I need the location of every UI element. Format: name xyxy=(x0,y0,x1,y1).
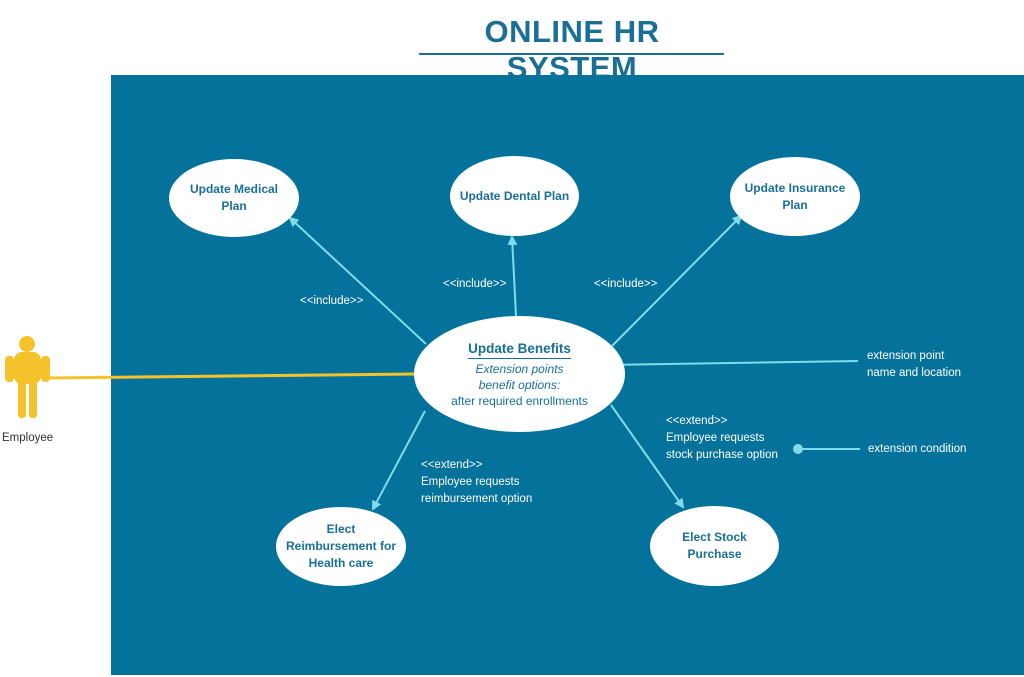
extend-condition-line: Employee requests xyxy=(421,476,520,488)
usecase-label-line: Plan xyxy=(221,199,247,213)
extend-reimbursement-arrow xyxy=(372,410,426,511)
extend-stereotype: <<extend>> xyxy=(666,415,728,427)
extend-condition-line: reimbursement option xyxy=(421,493,533,505)
extend-reimbursement-label: <<extend>> Employee requests reimburseme… xyxy=(421,457,532,508)
note-line: extension point xyxy=(867,350,945,362)
usecase-label-line: Health care xyxy=(308,556,374,570)
include-dental-arrow xyxy=(507,235,518,317)
usecase-elect-stock-purchase[interactable]: Elect Stock Purchase xyxy=(650,506,779,586)
actor-label: Employee xyxy=(2,432,54,444)
title-underline xyxy=(419,53,724,55)
usecase-label-line: Elect Stock xyxy=(682,530,747,544)
extension-point-note-line xyxy=(606,360,859,366)
usecase-elect-reimbursement[interactable]: Elect Reimbursement for Health care xyxy=(276,507,406,586)
person-icon xyxy=(5,336,50,418)
extension-condition-note: extension condition xyxy=(868,443,967,455)
extension-condition-note-dot xyxy=(793,444,803,454)
usecase-label-line: Update Medical xyxy=(189,182,279,196)
extend-condition-line: Employee requests xyxy=(666,432,765,444)
extension-point-name: benefit options: xyxy=(478,377,561,392)
note-line: name and location xyxy=(867,367,961,379)
usecase-update-dental-plan[interactable]: Update Dental Plan xyxy=(450,156,579,236)
include-medical-arrow xyxy=(288,216,427,345)
usecase-label-line: Plan xyxy=(782,197,808,212)
usecase-update-benefits[interactable]: Update Benefits Extension points benefit… xyxy=(414,316,625,432)
usecase-update-insurance-plan[interactable]: Update Insurance Plan xyxy=(730,157,860,236)
extend-stock-arrow xyxy=(610,404,685,509)
usecase-update-medical-plan[interactable]: Update Medical Plan xyxy=(169,159,299,237)
usecase-label-line: Elect xyxy=(326,522,356,536)
include-insurance-label: <<include>> xyxy=(594,278,658,290)
include-dental-label: <<include>> xyxy=(443,278,507,290)
extend-stereotype: <<extend>> xyxy=(421,459,483,471)
usecase-label-line: Update Dental Plan xyxy=(459,188,570,203)
include-insurance-arrow xyxy=(611,214,743,347)
actor-association-line xyxy=(45,372,415,380)
extension-points-heading: Extension points xyxy=(475,361,564,376)
extend-stock-label: <<extend>> Employee requests stock purch… xyxy=(666,413,778,464)
extension-point-location: after required enrollments xyxy=(451,393,588,408)
usecase-label-line: Reimbursement for xyxy=(285,539,397,553)
main-usecase-title: Update Benefits xyxy=(468,340,571,359)
include-medical-label: <<include>> xyxy=(300,295,364,307)
extend-condition-line: stock purchase option xyxy=(666,449,778,461)
usecase-label-line: Update Insurance xyxy=(744,180,846,195)
extension-point-note: extension point name and location xyxy=(867,348,961,382)
usecase-label-line: Purchase xyxy=(687,547,742,561)
diagram-title: ONLINE HR SYSTEM xyxy=(484,14,660,85)
